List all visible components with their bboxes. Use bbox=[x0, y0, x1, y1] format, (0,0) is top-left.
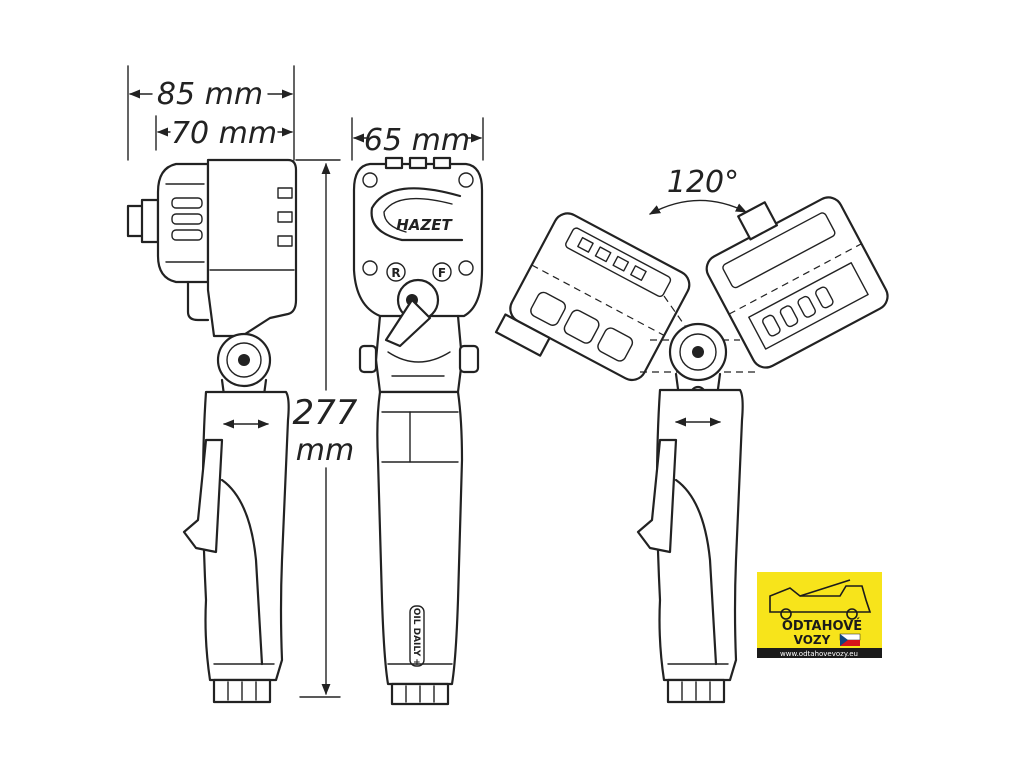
motor-housing bbox=[206, 158, 298, 338]
rotated-trigger-lever bbox=[636, 438, 678, 554]
dimension-277mm: 277 mm bbox=[293, 159, 358, 698]
dim-277-value: 277 bbox=[293, 393, 358, 433]
reverse-label: R bbox=[391, 266, 400, 280]
rotated-view-tool bbox=[494, 196, 889, 704]
dimension-angle: 120° bbox=[649, 165, 748, 215]
badge-url: www.odtahovevozy.eu bbox=[780, 650, 858, 658]
dimension-65mm: 65 mm bbox=[351, 117, 484, 161]
dim-65-label: 65 mm bbox=[364, 123, 470, 158]
oil-symbol: + bbox=[411, 658, 421, 666]
oil-label-plate bbox=[409, 605, 425, 667]
front-view-tool: HAZET R F OIL DAILY + bbox=[352, 156, 484, 706]
truck-icon bbox=[769, 579, 872, 620]
badge-line1: ODTAHOVÉ bbox=[782, 618, 862, 634]
dim-85-label: 85 mm bbox=[157, 77, 263, 112]
angle-label: 120° bbox=[667, 165, 739, 200]
odtahove-vozy-badge: ODTAHOVÉ VOZY www.odtahovevozy.eu bbox=[757, 572, 882, 658]
forward-indicator bbox=[432, 262, 452, 282]
badge-url-bar bbox=[757, 648, 882, 658]
dimension-70mm: 70 mm bbox=[155, 115, 294, 151]
dimension-85mm: 85 mm bbox=[127, 65, 295, 161]
trigger-lever bbox=[182, 438, 224, 554]
tilted-head-right bbox=[705, 196, 889, 369]
czech-flag-icon bbox=[839, 633, 861, 646]
oil-daily-text: OIL DAILY bbox=[411, 608, 421, 657]
reverse-indicator bbox=[386, 262, 406, 282]
tilted-head-left bbox=[494, 212, 691, 382]
side-view-tool bbox=[126, 158, 298, 704]
dim-277-unit: mm bbox=[296, 433, 354, 468]
brand-logo: HAZET bbox=[396, 216, 453, 234]
badge-line2: VOZY bbox=[794, 633, 831, 647]
forward-label: F bbox=[438, 266, 446, 280]
front-handle bbox=[376, 390, 464, 686]
dim-70-label: 70 mm bbox=[171, 116, 277, 151]
